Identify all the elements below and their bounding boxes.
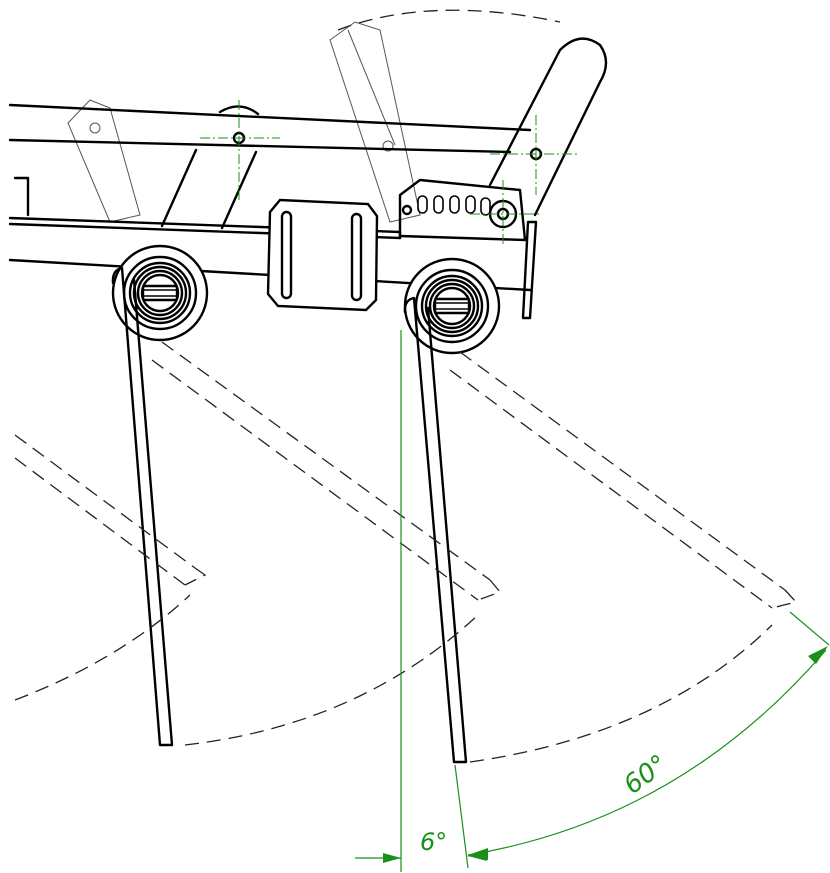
diagonal-link [160, 105, 260, 230]
arc-extension-line [789, 611, 830, 646]
small-angle-arrowhead-right [468, 850, 487, 861]
spring-tines [111, 266, 468, 764]
coil-spring-right [403, 257, 501, 355]
angle-label-small: 6° [420, 828, 447, 856]
center-lines [200, 100, 580, 245]
angle-dimensions [355, 330, 830, 872]
angle-label-large: 60° [618, 749, 673, 800]
upper-swing-arc [337, 9, 561, 31]
dashed-tine-positions [14, 341, 798, 609]
large-angle-arc [467, 649, 827, 856]
swing-arcs [14, 594, 773, 763]
large-angle-arrowhead-right [808, 646, 828, 664]
tine-extension-line [454, 764, 469, 869]
slotted-bracket [398, 178, 538, 320]
clamp [266, 198, 379, 312]
small-angle-arrowhead-left [383, 853, 401, 863]
